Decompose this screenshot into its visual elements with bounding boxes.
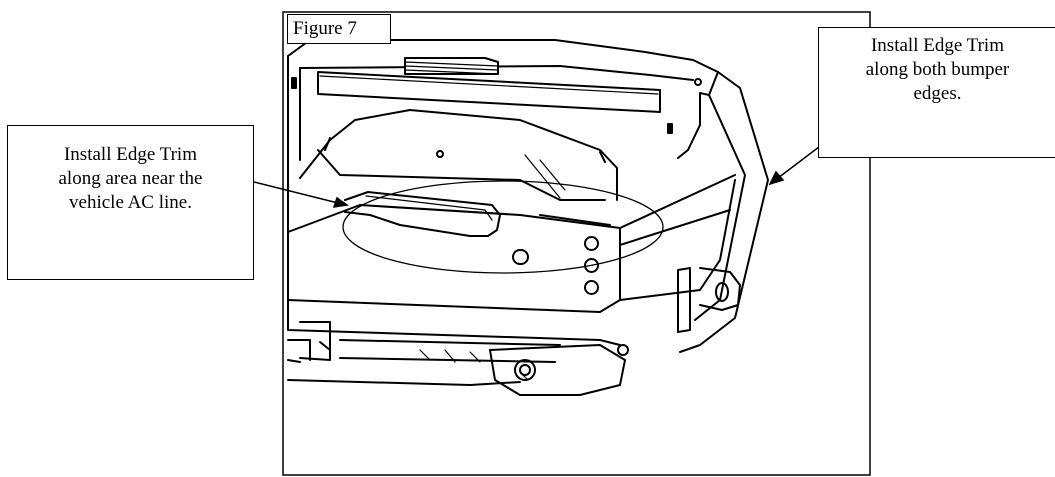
leader-arrows	[253, 124, 849, 208]
callout-bumper-edges: Install Edge Trim along both bumper edge…	[818, 27, 1055, 158]
bolt-right	[617, 344, 629, 356]
right-bracket-hole	[715, 282, 729, 302]
side-hole-4	[584, 280, 599, 295]
callout-bumper-text-3: edges.	[913, 83, 962, 104]
callout-ac-line-text-2: along area near the	[58, 168, 203, 189]
left-arrowhead	[332, 196, 349, 208]
lower-rail-1	[287, 299, 621, 346]
lower-rail-2	[299, 321, 331, 361]
cradle-outline	[299, 109, 618, 201]
figure-frame	[282, 11, 871, 476]
ac-line-highlight-ellipse	[342, 180, 664, 274]
side-hole-3	[584, 258, 599, 273]
cradle-inner	[317, 149, 606, 201]
callout-bumper-text-1: Install Edge Trim	[870, 35, 1004, 56]
ac-line-notch	[344, 191, 501, 237]
right-arm-outer	[679, 71, 769, 353]
plate-slot	[317, 71, 661, 113]
small-hole-top	[694, 78, 702, 86]
right-arm-face	[619, 179, 736, 301]
right-lower-bracket	[699, 267, 741, 311]
side-hole-2	[584, 236, 599, 251]
left-leader-line	[253, 181, 339, 204]
side-hole-1	[512, 249, 529, 265]
callout-bumper-text-2: along both bumper	[865, 59, 1010, 80]
callout-ac-line-text-1: Install Edge Trim	[63, 144, 197, 165]
callout-ac-line-text-3: vehicle AC line.	[69, 192, 192, 213]
left-flange	[287, 55, 301, 301]
top-receiver	[404, 57, 499, 75]
right-arm-inner	[694, 94, 746, 321]
square-hole-left	[291, 77, 297, 89]
bolt-head	[514, 359, 536, 381]
bumper-line-drawing	[287, 39, 769, 396]
right-arrowhead	[768, 170, 785, 186]
square-hole-right	[667, 123, 673, 134]
callout-ac-line: Install Edge Trim along area near the ve…	[7, 125, 254, 280]
lower-bracket	[489, 344, 626, 396]
figure-label: Figure 7	[287, 14, 391, 44]
